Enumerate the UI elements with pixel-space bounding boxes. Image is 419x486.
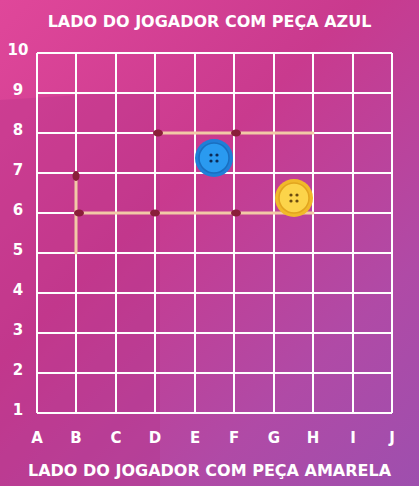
column-letter: A — [31, 431, 43, 446]
row-number: 4 — [13, 283, 23, 298]
row-number: 6 — [13, 203, 23, 218]
row-number: 2 — [13, 363, 23, 378]
column-letter: B — [70, 431, 81, 446]
grid-line — [37, 92, 392, 94]
grid-line — [37, 372, 392, 374]
grid-line — [391, 53, 393, 413]
grid-line — [352, 53, 354, 413]
grid-line — [37, 332, 392, 334]
column-letter: J — [389, 431, 395, 446]
match-heads — [73, 130, 242, 217]
grid-line — [37, 252, 392, 254]
column-letter: G — [268, 431, 280, 446]
yellow-piece — [275, 179, 313, 217]
matchsticks — [76, 133, 313, 253]
column-letter: E — [190, 431, 200, 446]
row-number: 5 — [13, 243, 23, 258]
grid-line — [154, 53, 156, 413]
row-number: 9 — [13, 83, 23, 98]
grid-line — [36, 53, 38, 413]
column-letter: H — [307, 431, 320, 446]
row-number: 10 — [8, 43, 29, 58]
grid-line — [273, 53, 275, 413]
player-side-heading: LADO DO JOGADOR COM PEÇA AZUL — [48, 14, 372, 30]
row-number: 1 — [13, 403, 23, 418]
column-letter: I — [350, 431, 356, 446]
grid-line — [37, 412, 392, 414]
grid-line — [37, 292, 392, 294]
blue-piece — [195, 139, 233, 177]
player-side-heading: LADO DO JOGADOR COM PEÇA AMARELA — [28, 463, 391, 479]
grid-line — [194, 53, 196, 413]
row-number: 7 — [13, 163, 23, 178]
column-letter: F — [229, 431, 239, 446]
column-letter: D — [149, 431, 161, 446]
grid-line — [233, 53, 235, 413]
grid-line — [312, 53, 314, 413]
background-shade — [0, 90, 160, 486]
grid-line — [115, 53, 117, 413]
row-number: 3 — [13, 323, 23, 338]
grid-line — [37, 132, 392, 134]
row-number: 8 — [13, 123, 23, 138]
column-letter: C — [110, 431, 121, 446]
grid-line — [37, 212, 392, 214]
grid-line — [75, 53, 77, 413]
board-grid — [37, 53, 392, 413]
grid-line — [37, 52, 392, 54]
